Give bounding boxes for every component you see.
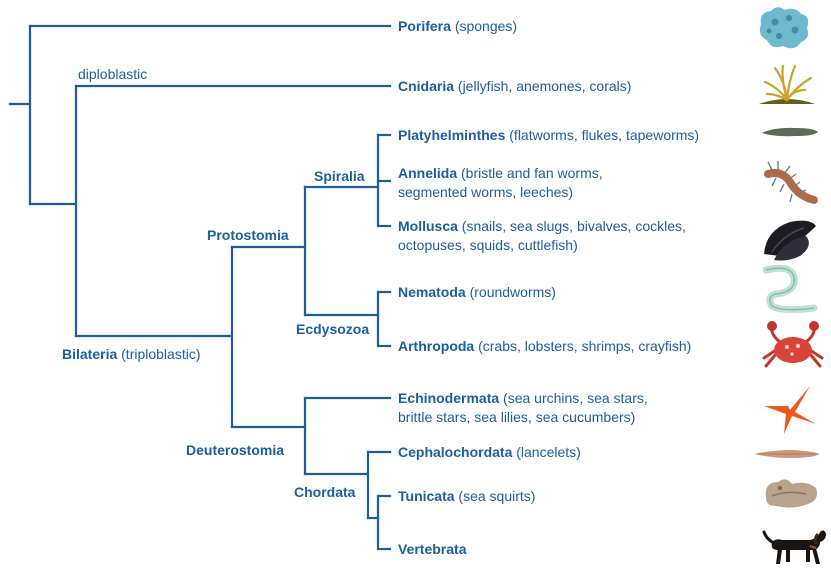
taxon-mollusca: Mollusca (snails, sea slugs, bivalves, c… xyxy=(398,217,686,255)
taxon-porifera: Porifera (sponges) xyxy=(398,17,517,36)
flatworm-icon xyxy=(762,127,818,137)
taxon-common: (sponges) xyxy=(454,18,518,34)
taxon-tunicata: Tunicata (sea squirts) xyxy=(398,487,535,506)
taxon-platyhelminthes: Platyhelminthes (flatworms, flukes, tape… xyxy=(398,126,699,145)
crab-icon xyxy=(762,321,824,368)
taxon-arthropoda: Arthropoda (crabs, lobsters, shrimps, cr… xyxy=(398,337,691,356)
node-label-ecdysozoa: Ecdysozoa xyxy=(296,321,370,337)
taxon-nematoda: Nematoda (roundworms) xyxy=(398,283,556,302)
sponge-icon xyxy=(759,7,809,49)
taxon-common: (sea squirts) xyxy=(458,488,536,504)
taxon-name: Platyhelminthes xyxy=(398,127,506,143)
taxon-name: Porifera xyxy=(398,18,451,34)
bilateria-name: Bilateria xyxy=(62,346,118,362)
taxon-common-line2: brittle stars, sea lilies, sea cucumbers… xyxy=(398,409,636,425)
coral-icon xyxy=(759,64,815,104)
taxon-common: (flatworms, flukes, tapeworms) xyxy=(509,127,700,143)
taxon-common: (jellyfish, anemones, corals) xyxy=(457,78,632,94)
taxon-echinodermata: Echinodermata (sea urchins, sea stars, br… xyxy=(398,389,648,427)
taxon-cephalochordata: Cephalochordata (lancelets) xyxy=(398,443,581,462)
taxon-common: (sea urchins, sea stars, xyxy=(503,390,648,406)
taxon-annelida: Annelida (bristle and fan worms, segmente… xyxy=(398,164,603,202)
taxon-name: Nematoda xyxy=(398,284,466,300)
node-label-deuterostomia: Deuterostomia xyxy=(186,442,285,458)
dachshund-icon xyxy=(762,530,826,564)
taxon-name: Vertebrata xyxy=(398,541,467,557)
taxon-name: Annelida xyxy=(398,165,458,181)
node-label-spiralia: Spiralia xyxy=(314,168,365,184)
taxon-name: Cnidaria xyxy=(398,78,455,94)
node-label-protostomia: Protostomia xyxy=(207,227,289,243)
node-label-diploblastic: diploblastic xyxy=(78,66,148,82)
roundworm-icon xyxy=(762,264,818,314)
taxon-name: Echinodermata xyxy=(398,390,500,406)
taxon-name: Cephalochordata xyxy=(398,444,513,460)
taxon-name: Tunicata xyxy=(398,488,455,504)
taxon-vertebrata: Vertebrata xyxy=(398,540,466,559)
taxon-common: (lancelets) xyxy=(516,444,581,460)
node-label-bilateria: Bilateria (triploblastic) xyxy=(62,345,201,364)
taxon-common: (snails, sea slugs, bivalves, cockles, xyxy=(461,218,686,234)
taxon-name: Arthropoda xyxy=(398,338,475,354)
taxon-common: (bristle and fan worms, xyxy=(461,165,603,181)
mussel-icon xyxy=(764,220,816,261)
taxon-cnidaria: Cnidaria (jellyfish, anemones, corals) xyxy=(398,77,631,96)
node-label-chordata: Chordata xyxy=(294,484,356,500)
taxon-common: (roundworms) xyxy=(469,284,556,300)
sea-squirt-icon xyxy=(765,479,817,508)
taxon-common-line2: segmented worms, leeches) xyxy=(398,184,574,200)
taxon-name: Mollusca xyxy=(398,218,458,234)
taxon-common: (crabs, lobsters, shrimps, crayfish) xyxy=(478,338,692,354)
bristle-worm-icon xyxy=(764,161,818,204)
sea-star-icon xyxy=(764,386,816,434)
lancelet-icon xyxy=(754,450,820,458)
taxon-common-line2: octopuses, squids, cuttlefish) xyxy=(398,237,578,253)
bilateria-note: (triploblastic) xyxy=(121,346,201,362)
